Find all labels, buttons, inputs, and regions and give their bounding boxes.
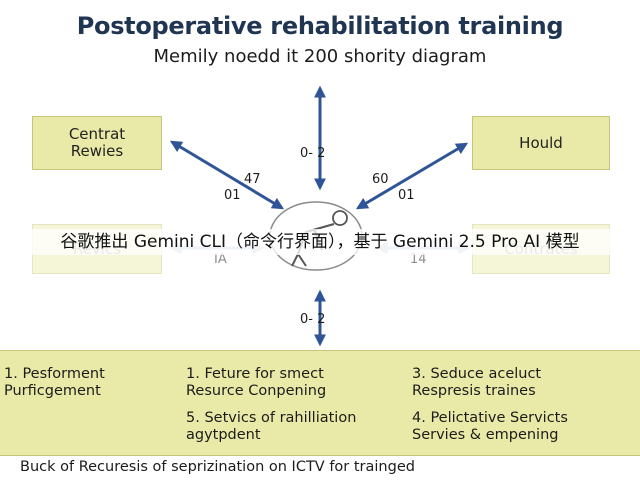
steps-band: [0, 350, 640, 456]
edge-label-upper-right-a: 60: [372, 172, 389, 187]
edge-label-upper-left-b: 01: [224, 188, 241, 203]
step-item: 1. Feture for smect Resurce Conpening: [186, 366, 327, 399]
edge-label-mid-left: IA: [214, 252, 227, 267]
step-item: 3. Seduce aceluct Respresis traines: [412, 366, 542, 399]
step-item: 1. Pesforment Purficgement: [4, 366, 105, 399]
arrow-top-left: [169, 140, 285, 210]
edge-label-bottom: 0- 2: [300, 312, 326, 327]
edge-label-top: 0- 2: [300, 146, 326, 161]
arrow-top-right: [355, 142, 469, 210]
diagram-title: Postoperative rehabilitation training: [76, 12, 564, 40]
node-top-right: Hould: [472, 116, 610, 170]
overlay-caption: 谷歌推出 Gemini CLI（命令行界面），基于 Gemini 2.5 Pro…: [0, 229, 640, 255]
edge-label-upper-left-a: 47: [244, 172, 261, 187]
edge-label-upper-right-b: 01: [398, 188, 415, 203]
footer-note: Buck of Recuresis of seprizination on IC…: [20, 459, 415, 475]
step-item: 4. Pelictative Servicts Servies & empeni…: [412, 410, 568, 443]
diagram-subtitle: Memily noedd it 200 shority diagram: [153, 46, 487, 67]
node-top-left: Centrat Rewies: [32, 116, 162, 170]
edge-label-mid-right: 14: [410, 252, 427, 267]
step-item: 5. Setvics of rahilliation agytpdent: [186, 410, 357, 443]
